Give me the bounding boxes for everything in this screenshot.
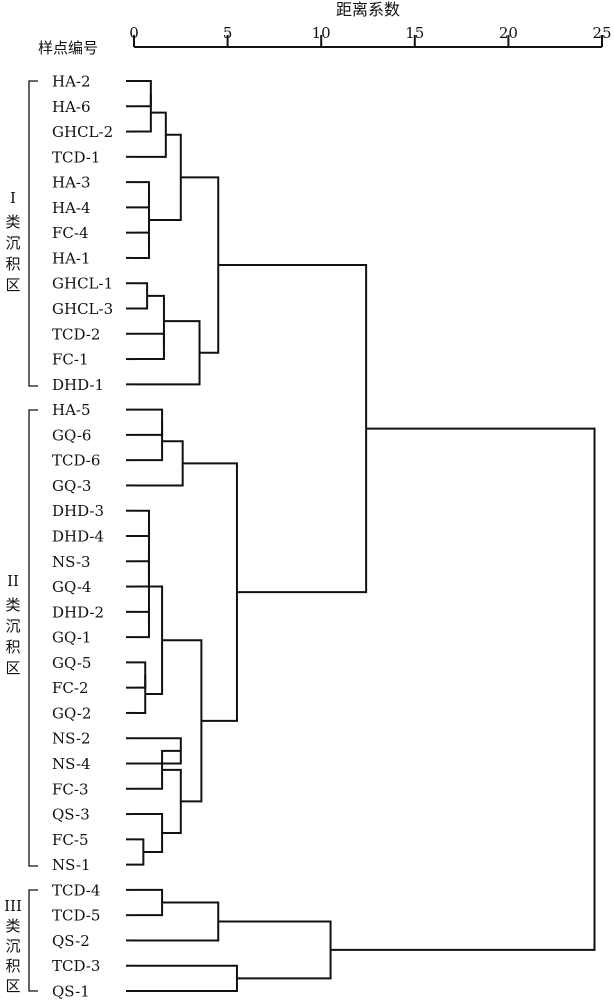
distance-axis: 距离系数 0 5 10 15 20 25 (129, 0, 612, 48)
group-i-bracket (28, 80, 38, 387)
sample-label: GQ-4 (52, 578, 91, 596)
dendrogram-branch (134, 231, 150, 259)
sample-label: GHCL-2 (52, 123, 113, 141)
dendrogram-branch (134, 610, 150, 639)
dendrogram-branch (162, 768, 182, 835)
sample-label: FC-2 (52, 679, 89, 697)
sample-label: HA-5 (52, 401, 91, 419)
group-i-label: I 类 沉 积 区 (5, 189, 20, 294)
dendrogram-branch (182, 462, 238, 722)
sample-labels: HA-2HA-6GHCL-2TCD-1HA-3HA-4FC-4HA-1GHCL-… (52, 73, 113, 1000)
sample-label: DHD-1 (52, 376, 104, 394)
axis-tick-label: 5 (223, 24, 233, 42)
sample-label: NS-3 (52, 553, 91, 571)
sample-label: TCD-1 (52, 148, 100, 166)
sample-label: DHD-2 (52, 603, 104, 621)
dendrogram-branch (134, 282, 149, 310)
group-iii-name-3: 积 (5, 957, 20, 975)
axis-tick-label: 20 (499, 24, 518, 42)
sample-label: TCD-6 (52, 452, 100, 470)
dendrogram-branch (134, 813, 164, 853)
group-iii-bracket (28, 889, 38, 992)
axis-tick-label: 15 (405, 24, 424, 42)
sample-label: GQ-1 (52, 629, 91, 647)
sample-label: GQ-2 (52, 704, 91, 722)
dendrogram-branch (134, 901, 220, 942)
dendrogram-branch (134, 661, 147, 689)
sample-label: TCD-5 (52, 907, 100, 925)
axis-tick-label: 25 (592, 24, 611, 42)
group-i-name-1: 类 (5, 213, 20, 231)
dendrogram-branch (134, 888, 164, 917)
group-iii-name-2: 沉 (5, 937, 20, 955)
group-iii-name-1: 类 (5, 917, 20, 935)
dendrogram-branch (134, 80, 152, 108)
dendrogram-branch (134, 509, 150, 537)
sample-label: TCD-2 (52, 325, 100, 343)
sample-label: HA-4 (52, 199, 91, 217)
dendrogram-branch (218, 920, 332, 980)
sample-label: DHD-3 (52, 502, 104, 520)
dendrogram-branch (134, 422, 164, 462)
sample-label: HA-2 (52, 73, 91, 91)
sample-label: QS-1 (52, 983, 90, 1000)
group-ii-name-2: 沉 (5, 617, 20, 635)
dendrogram-branch (134, 93, 152, 133)
group-iii-roman: III (4, 897, 22, 915)
group-i-roman: I (10, 189, 16, 207)
sample-label: GQ-3 (52, 477, 91, 495)
sample-label: NS-2 (52, 730, 91, 748)
group-ii-name-1: 类 (5, 596, 20, 614)
sample-label: HA-6 (52, 98, 91, 116)
sample-label: FC-5 (52, 831, 89, 849)
cluster-tree (126, 80, 596, 992)
sample-label: NS-1 (52, 856, 91, 874)
dendrogram-branch (218, 264, 368, 594)
dendrogram-branch (134, 675, 147, 714)
group-i-name-4: 区 (5, 276, 20, 294)
group-ii-name-3: 积 (5, 638, 20, 656)
dendrogram-branch (134, 320, 201, 386)
sample-label: FC-1 (52, 351, 89, 369)
sample-label: TCD-3 (52, 957, 100, 975)
dendrogram-branch (134, 332, 165, 361)
dendrogram-branch (134, 181, 150, 209)
sample-label: QS-3 (52, 806, 90, 824)
dendrogram-branch (134, 440, 184, 487)
sample-label: GQ-5 (52, 654, 91, 672)
axis-title: 距离系数 (336, 0, 400, 19)
axis-tick-label: 0 (129, 24, 139, 42)
sample-label: DHD-4 (52, 528, 104, 546)
dendrogram-branch (134, 408, 164, 436)
group-brackets (28, 80, 38, 992)
sample-header: 样点编号 (38, 39, 98, 57)
group-ii-label: II 类 沉 积 区 (5, 572, 20, 677)
sample-label: GQ-6 (52, 426, 91, 444)
sample-label: GHCL-3 (52, 300, 113, 318)
sample-label: FC-4 (52, 224, 89, 242)
dendrogram-branch (330, 427, 596, 951)
sample-label: TCD-4 (52, 881, 100, 899)
sample-label: FC-3 (52, 780, 89, 798)
dendrogram-branch (134, 964, 238, 992)
sample-label: HA-1 (52, 249, 91, 267)
dendrogram-branch (134, 838, 145, 866)
dendrogram-branch (145, 585, 164, 695)
group-ii-name-4: 区 (5, 659, 20, 677)
sample-label: HA-3 (52, 174, 91, 192)
group-iii-name-4: 区 (5, 977, 20, 995)
sample-label: QS-2 (52, 932, 90, 950)
sample-label: GHCL-1 (52, 275, 113, 293)
sample-label: NS-4 (52, 755, 91, 773)
group-ii-roman: II (7, 572, 19, 590)
group-iii-label: III 类 沉 积 区 (4, 897, 22, 995)
dendrogram-branch (134, 560, 150, 588)
group-ii-bracket (28, 409, 38, 867)
group-i-name-3: 积 (5, 255, 20, 273)
dendrogram-branch (147, 294, 165, 347)
group-i-name-2: 沉 (5, 234, 20, 252)
axis-tick-label: 10 (312, 24, 331, 42)
